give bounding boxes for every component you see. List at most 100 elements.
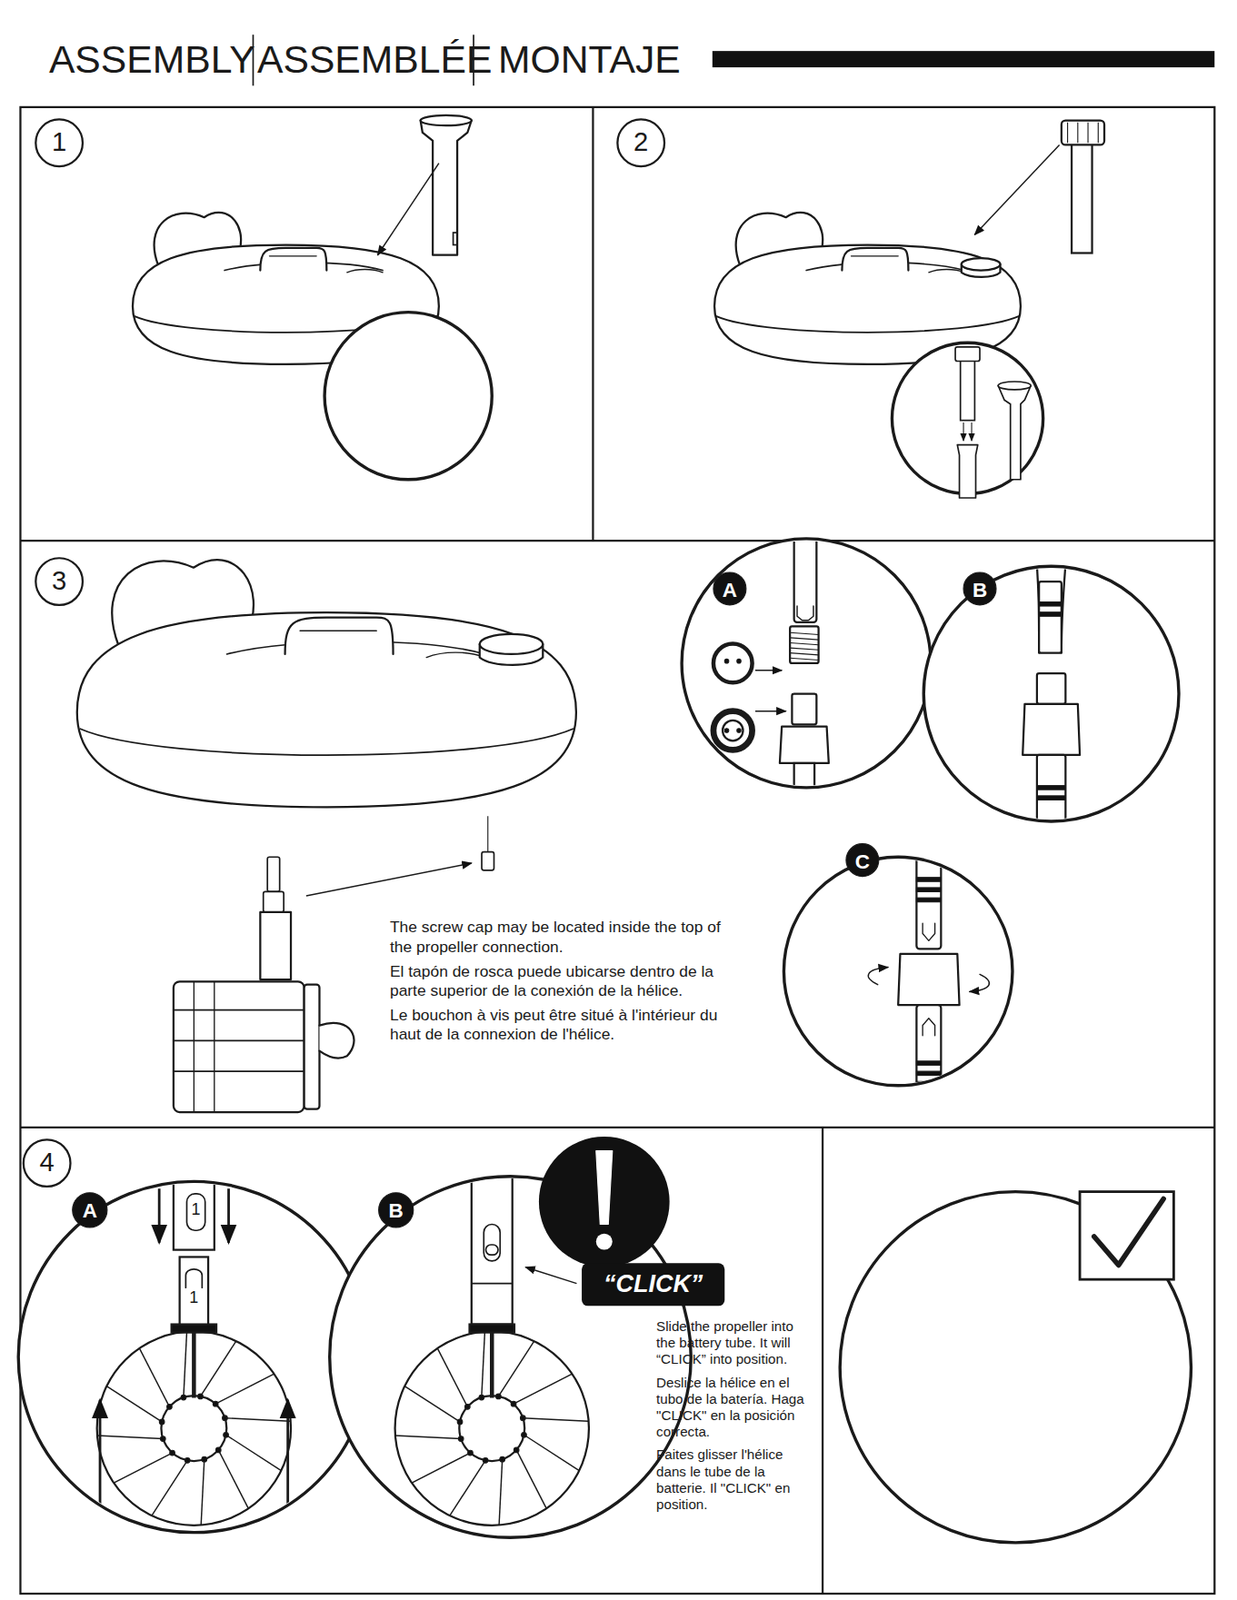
cable [487,816,489,852]
cup [1072,1351,1101,1361]
callout-letter: A [717,578,742,603]
tube-base [957,445,978,499]
step-number: 3 [39,565,80,598]
arrow [158,1188,161,1244]
blade [404,1386,460,1423]
plug-icon [713,711,753,751]
callout-letter: B [383,1197,409,1223]
stripe [916,1071,941,1076]
thread [789,648,819,650]
hub [458,1396,525,1462]
tube [960,359,976,420]
nut [779,727,829,764]
detail-circle [324,312,492,480]
callout-letter: B [967,578,993,603]
step-circle [23,1139,71,1188]
blade [139,1348,170,1407]
blade [523,1435,579,1471]
exclamation [596,1151,613,1226]
circle [737,728,741,733]
backrest [910,1314,974,1353]
seam [896,1388,1114,1401]
down-arrow [922,923,935,941]
title-word: ASSEMBLÉE [257,36,472,83]
rivet [159,1436,166,1443]
propeller-blade [1086,1434,1100,1443]
letter-badge [963,572,997,606]
catch [486,1245,499,1256]
connector [263,891,284,912]
stripe [916,897,941,902]
step-number: 4 [26,1147,68,1179]
rivet [169,1450,176,1457]
mount [191,1333,196,1399]
cap-ridge [1067,122,1068,143]
rivet [184,1458,190,1465]
blade [224,1418,290,1423]
thread [789,642,819,645]
blade [183,1332,188,1398]
rivet [496,1394,502,1400]
float-body [714,245,1021,365]
hole [347,269,383,272]
handle-grip [851,255,899,257]
title-divider [472,34,475,86]
circle [722,720,743,741]
slot [186,1194,205,1231]
panel-divider [19,539,1215,542]
handle [259,248,327,271]
blade [513,1374,572,1405]
rivet [159,1419,165,1426]
outline [867,967,888,986]
blade [395,1436,461,1440]
cap-ridge [1077,122,1078,143]
letter-badge [72,1193,108,1228]
hole [426,652,485,658]
circle [724,658,729,663]
stripe [916,1061,941,1066]
blade [215,1374,274,1405]
circle [724,728,729,733]
blade [498,1341,534,1397]
battery-tube [1071,142,1092,253]
checkmark [1094,1198,1164,1266]
rivet [167,1405,173,1411]
hole [928,269,965,272]
leader-line [377,163,439,256]
female-thread [789,626,819,663]
cage-band [173,1070,305,1073]
socket [1037,755,1066,828]
handle-grip [299,630,377,632]
step-circle [35,558,83,606]
battery-tube [471,1173,513,1325]
float-tube [714,212,1021,365]
blade [522,1418,589,1423]
rivet [482,1458,489,1465]
float-body [321,372,506,445]
nut [1022,704,1080,756]
handle [285,618,394,655]
rivet [198,1394,204,1400]
slot [453,232,458,245]
cage-bar [213,981,215,1113]
inner-edge [376,383,471,389]
frame [19,107,1215,1595]
socket [916,1005,941,1098]
plug [916,857,941,949]
mount [489,1333,494,1399]
position-number: 1 [188,1200,205,1221]
blade [411,1453,470,1484]
rivet [222,1416,229,1422]
blade [113,1453,172,1484]
cable-end [794,763,815,836]
handle-grip [993,1345,1028,1347]
letter-badge [379,1193,414,1228]
rivet [223,1432,230,1438]
position-number: 1 [183,1287,204,1308]
instruction-text: Deslice la hélice en el tubo de la bater… [656,1375,812,1442]
seam [471,1283,513,1286]
leader-line [306,863,472,897]
rivet [468,1450,474,1457]
cage-band [173,1040,305,1043]
up-arrow [922,1018,935,1037]
